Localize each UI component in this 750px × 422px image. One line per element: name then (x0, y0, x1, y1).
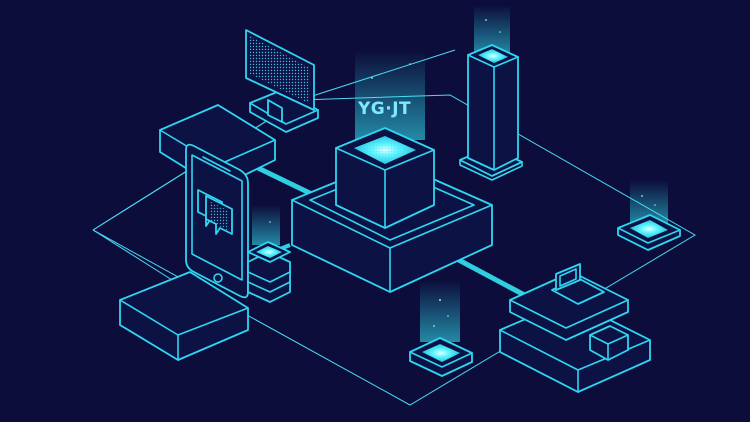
laptop-icon (551, 263, 605, 305)
bottom-node-chip (409, 280, 473, 377)
small-box-icon (589, 325, 629, 361)
right-node-chip (617, 180, 681, 251)
brand-logo-text: YG·JT (357, 99, 411, 119)
server-stack-icon (247, 205, 291, 303)
glow-particles (269, 19, 656, 327)
chat-bubbles-icon (197, 189, 233, 235)
empty-platform-left (119, 271, 249, 361)
tower-server-icon (459, 5, 523, 181)
monitor-icon (245, 29, 319, 133)
data-cube-icon (335, 50, 435, 229)
